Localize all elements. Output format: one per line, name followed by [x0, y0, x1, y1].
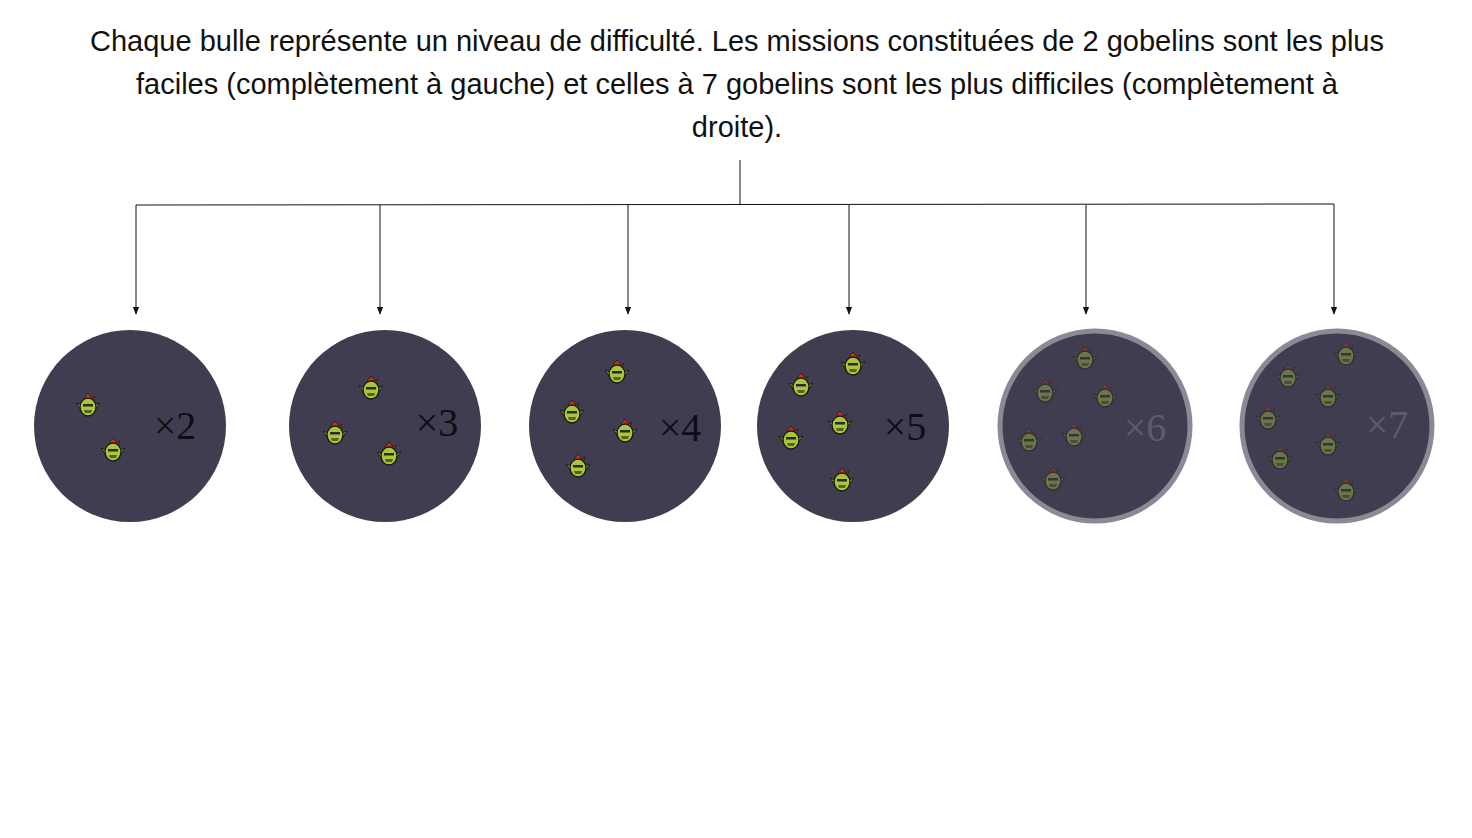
difficulty-bubble: ×5	[757, 330, 949, 522]
difficulty-bubble: ×3	[289, 330, 481, 522]
goblin-icon	[1268, 446, 1292, 469]
goblin-count: ×4	[659, 408, 702, 448]
goblin-icon	[560, 400, 584, 423]
difficulty-bubble: ×6	[997, 328, 1193, 524]
goblin-icon	[841, 352, 865, 375]
bubble-shape	[34, 330, 226, 522]
goblin-icon	[779, 426, 803, 449]
title: Chaque bulle représente un niveau de dif…	[87, 20, 1387, 149]
goblin-icon	[101, 438, 125, 461]
difficulty-bubble: ×7	[1239, 328, 1435, 524]
bracket	[136, 160, 1334, 314]
goblin-icon	[613, 419, 637, 442]
goblin-icon	[1062, 423, 1086, 446]
goblin-icon	[1276, 364, 1300, 387]
goblin-icons	[1256, 342, 1358, 501]
goblin-icon	[359, 376, 383, 399]
goblin-icon	[323, 421, 347, 444]
goblin-icon	[1334, 478, 1358, 501]
goblin-count: ×2	[154, 406, 197, 446]
goblin-icon	[605, 360, 629, 383]
goblin-icon	[1316, 384, 1340, 407]
goblin-icon	[1017, 428, 1041, 451]
goblin-icon	[377, 442, 401, 465]
goblin-count: ×3	[416, 403, 459, 443]
goblin-icon	[1316, 432, 1340, 455]
goblin-icons	[1017, 346, 1117, 490]
goblin-icon	[1256, 406, 1280, 429]
goblin-icon	[1033, 379, 1057, 402]
goblin-icon	[1334, 342, 1358, 365]
difficulty-bubble: ×2	[34, 330, 226, 522]
goblin-icons	[560, 360, 637, 477]
goblin-icon	[76, 393, 100, 416]
goblin-icons	[76, 393, 125, 461]
goblin-icons	[779, 352, 865, 491]
goblin-icon	[1093, 384, 1117, 407]
goblin-icon	[828, 411, 852, 434]
goblin-icon	[1073, 346, 1097, 369]
difficulty-bubble: ×4	[529, 330, 721, 522]
goblin-count: ×5	[884, 407, 927, 447]
goblin-icon	[830, 468, 854, 491]
goblin-count: ×7	[1366, 405, 1409, 445]
goblin-icon	[789, 373, 813, 396]
goblin-count: ×6	[1124, 408, 1167, 448]
goblin-icon	[566, 454, 590, 477]
goblin-icons	[323, 376, 401, 465]
goblin-icon	[1041, 467, 1065, 490]
